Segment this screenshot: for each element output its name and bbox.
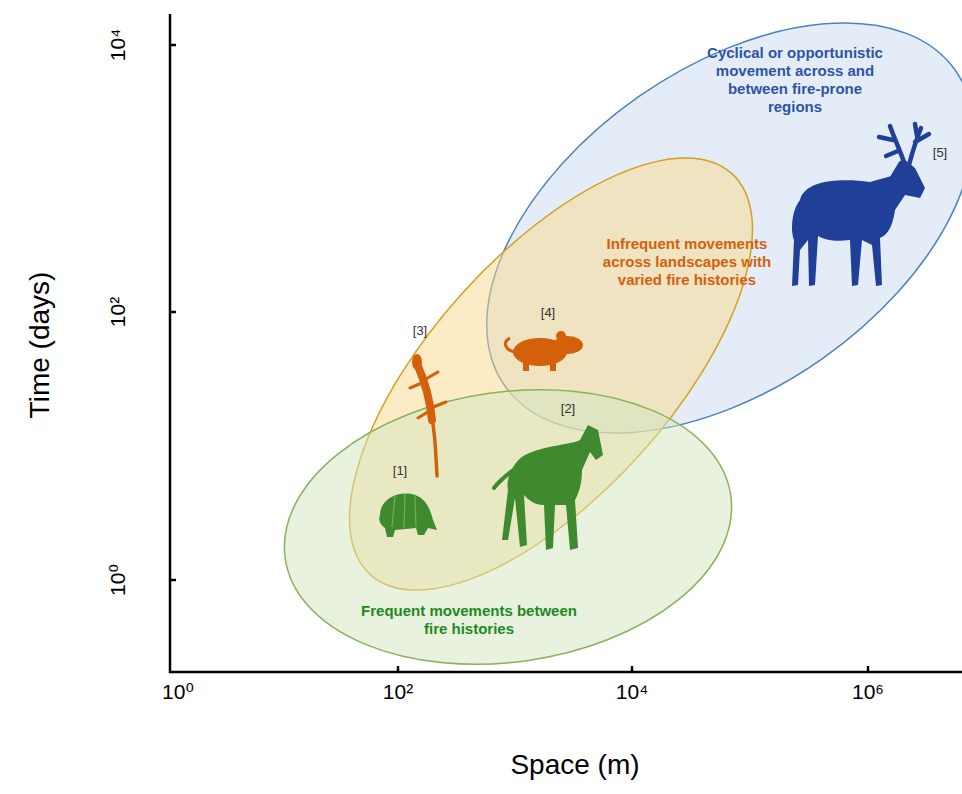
small-mammal-silhouette xyxy=(379,494,437,537)
movement-region-ellipse: Frequent movements between fire historie… xyxy=(283,392,733,662)
tick-label: 10⁶ xyxy=(852,680,884,704)
ellipse-shape xyxy=(266,362,749,692)
tick xyxy=(867,666,870,672)
callout-number: [5] xyxy=(933,145,947,160)
caribou-antlers xyxy=(879,124,929,178)
mammal-shell-lines xyxy=(392,494,416,528)
rodent-silhouette xyxy=(505,331,583,371)
tick xyxy=(397,666,400,672)
tick-label: 10⁰ xyxy=(106,564,130,596)
callout-number: [3] xyxy=(413,323,427,338)
tick xyxy=(170,44,176,47)
tick xyxy=(170,579,176,582)
region-caption: Infrequent movements across landscapes w… xyxy=(592,235,782,289)
axis-title: Space (m) xyxy=(510,749,639,781)
callout-number: [2] xyxy=(561,401,575,416)
x-axis xyxy=(169,671,962,674)
tick-label: 10⁴ xyxy=(106,29,130,61)
region-caption: Cyclical or opportunistic movement acros… xyxy=(700,44,890,116)
tick-label: 10² xyxy=(383,680,413,704)
callout-number: [4] xyxy=(541,305,555,320)
region-caption: Frequent movements between fire historie… xyxy=(359,602,579,638)
tick-label: 10² xyxy=(106,297,130,327)
y-axis xyxy=(169,14,172,673)
caribou-silhouette xyxy=(792,160,925,286)
callout-number: [1] xyxy=(393,463,407,478)
tick-label: 10⁴ xyxy=(616,680,648,704)
tick xyxy=(170,311,176,314)
horse-silhouette xyxy=(502,425,603,550)
tick xyxy=(631,666,634,672)
lizard-silhouette xyxy=(410,354,446,476)
axis-title: Time (days) xyxy=(24,272,56,419)
tick-label: 10⁰ xyxy=(162,680,194,704)
horse-tail xyxy=(494,464,522,488)
